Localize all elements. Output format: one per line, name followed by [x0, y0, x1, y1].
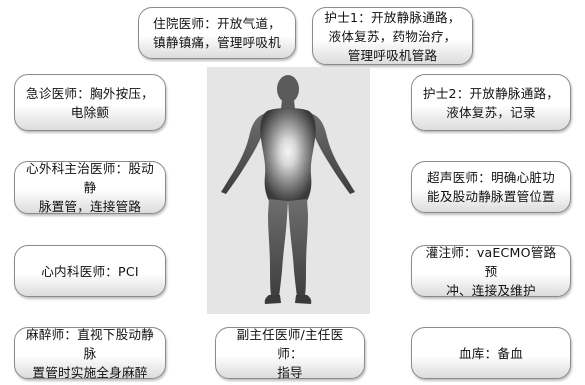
role-director: 副主任医师/主任医师： 指导 — [215, 327, 365, 380]
role-cardiologist: 心内科医师：PCI — [14, 245, 166, 297]
role-cardiac-surgeon: 心外科主治医师：股动静 脉置管，连接管路 — [14, 161, 166, 214]
role-nurse-1: 护士1：开放静脉通路， 液体复苏，药物治疗， 管理呼吸机管路 — [312, 7, 473, 65]
human-figure-panel — [207, 67, 370, 314]
role-anesthesiologist: 麻醉师：直视下股动静脉 置管时实施全身麻醉 — [14, 327, 166, 380]
role-blood-bank: 血库：备血 — [411, 327, 571, 379]
role-emergency-physician: 急诊医师：胸外按压， 电除颤 — [14, 74, 166, 131]
human-body-icon — [221, 75, 355, 304]
role-resident: 住院医师：开放气道， 镇静镇痛，管理呼吸机 — [138, 7, 296, 59]
role-ultrasound-physician: 超声医师：明确心脏功 能及股动静脉置管位置 — [411, 161, 571, 213]
role-nurse-2: 护士2：开放静脉通路， 液体复苏，记录 — [411, 74, 571, 131]
role-perfusionist: 灌注师：vaECMO管路预 冲、连接及维护 — [411, 245, 571, 298]
